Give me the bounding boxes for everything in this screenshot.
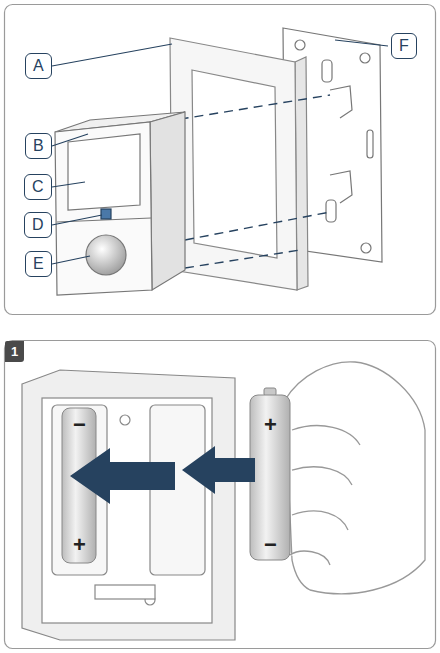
battery — [250, 395, 290, 560]
polarity-sign: + — [73, 534, 86, 556]
polarity-sign: − — [73, 414, 86, 436]
battery-housing — [22, 370, 235, 640]
hand — [285, 362, 425, 594]
callout-letter: F — [391, 33, 417, 59]
cover-frame — [170, 38, 308, 290]
callout-letter: B — [25, 133, 52, 159]
panel-frame — [5, 5, 436, 315]
polarity-sign: − — [264, 534, 277, 556]
polarity-sign: + — [264, 414, 277, 436]
leader-line — [52, 40, 388, 264]
panel-frame — [5, 341, 436, 649]
callout-letter: E — [25, 251, 52, 277]
callout-letter: C — [24, 174, 52, 200]
callout-letter: D — [24, 212, 52, 238]
callout-letter: A — [25, 53, 52, 79]
step-number: 1 — [5, 341, 24, 362]
thermostat-unit — [55, 112, 185, 295]
insert-arrow — [70, 446, 255, 504]
